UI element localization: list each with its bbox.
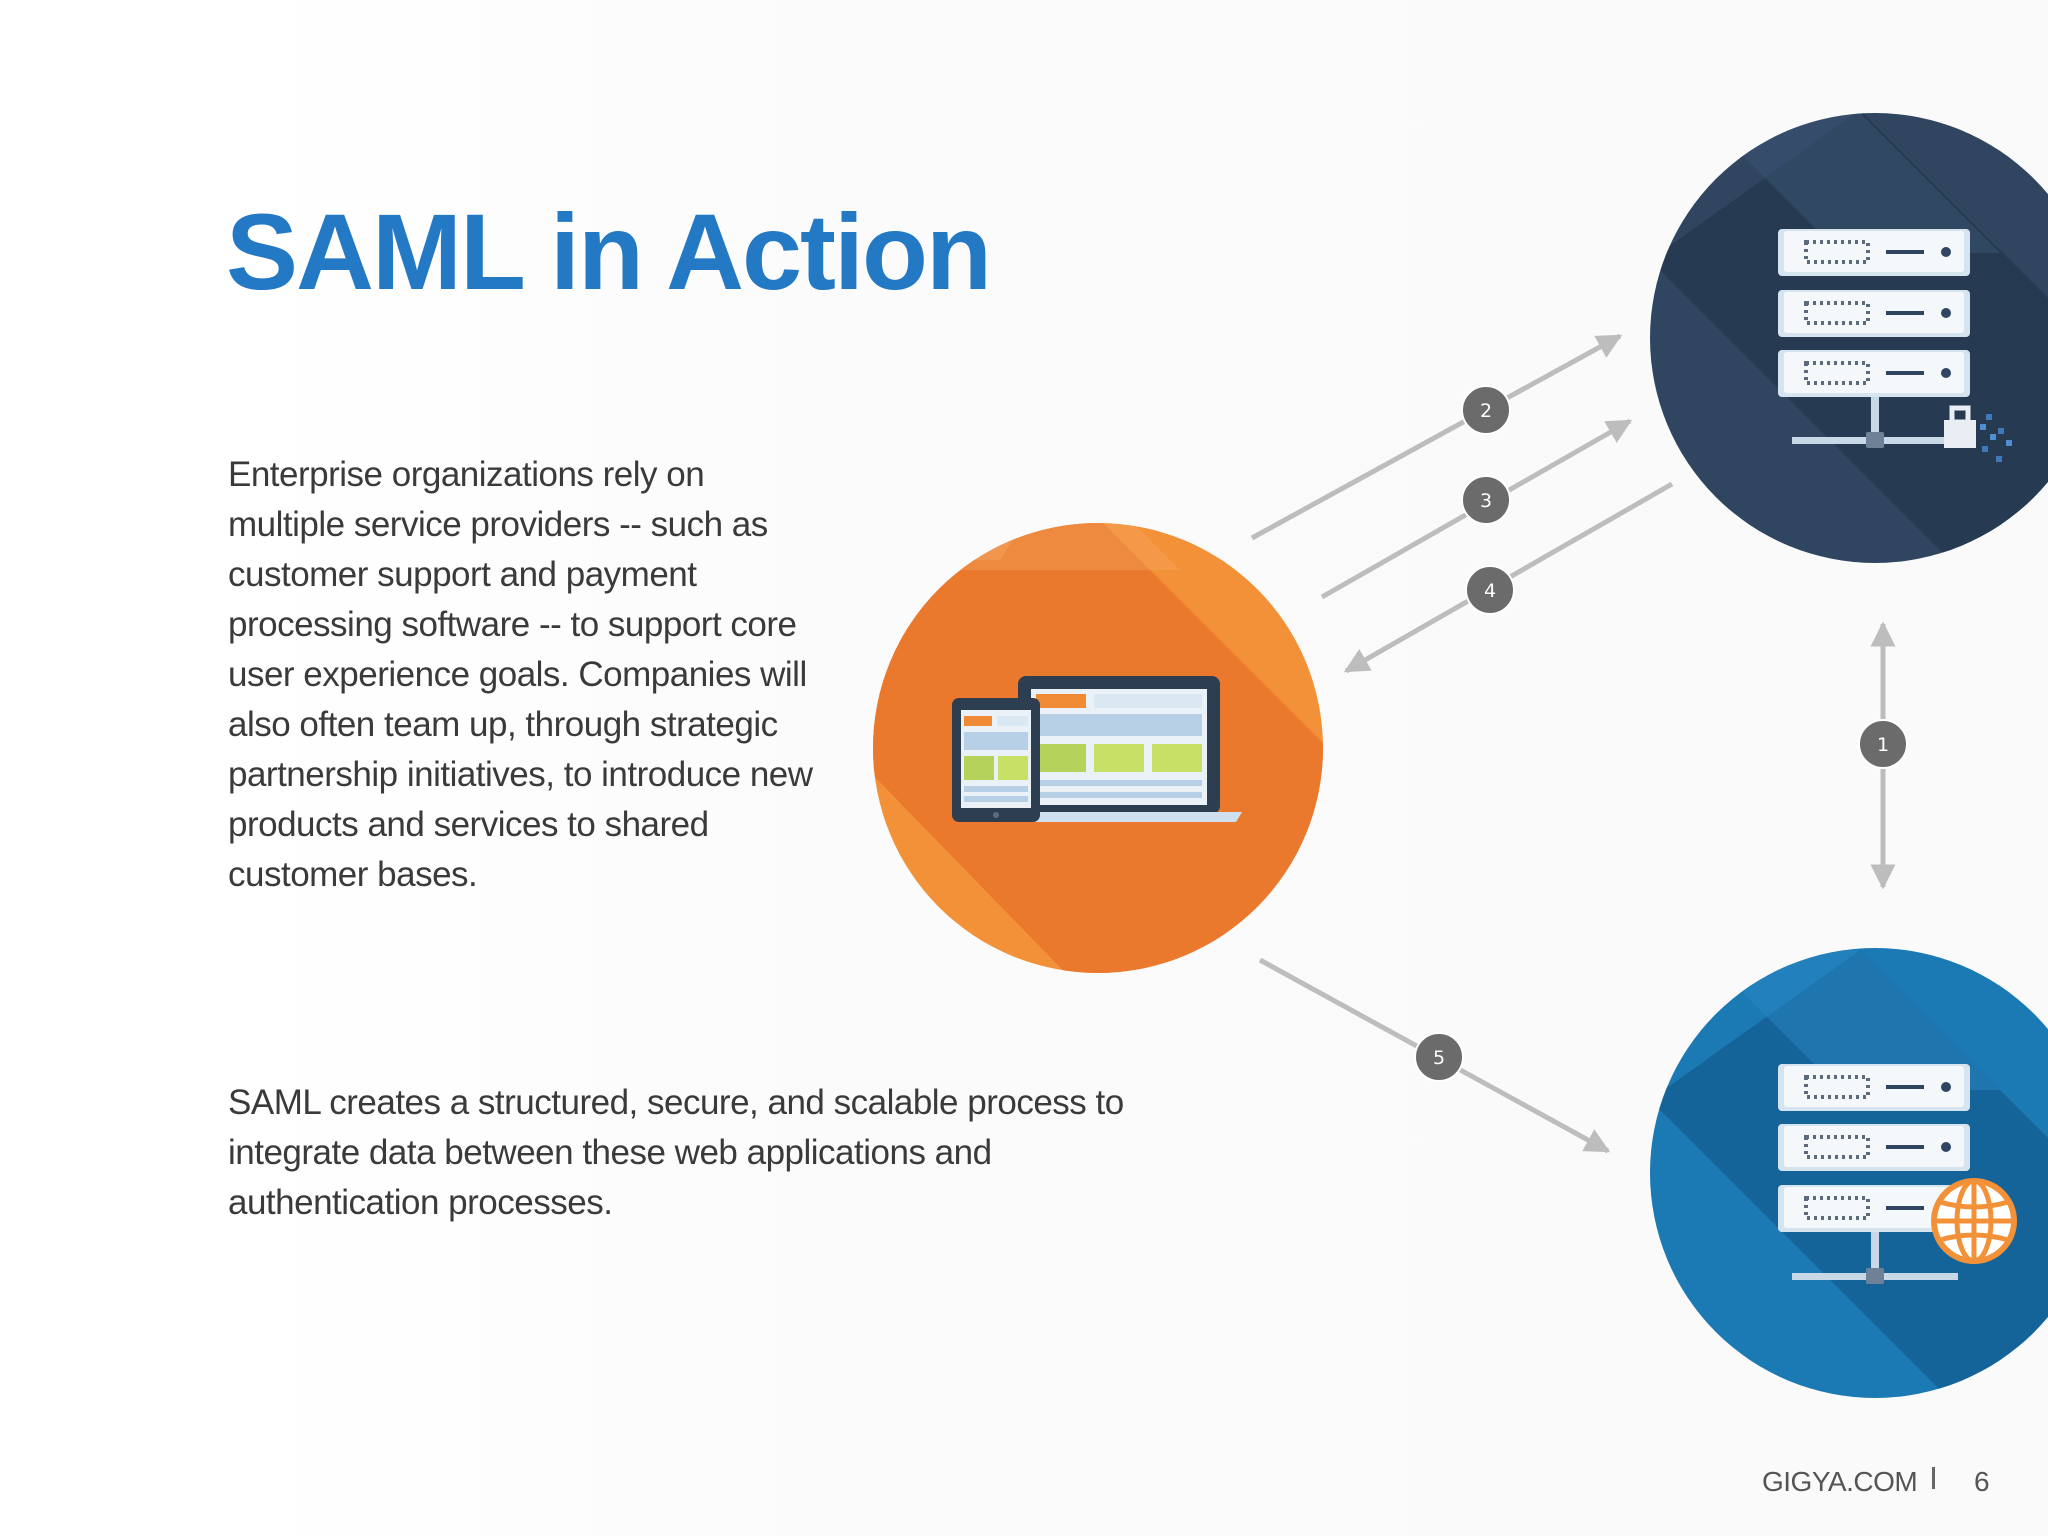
server-lock-icon <box>1778 229 2012 462</box>
body-paragraph-enterprise: Enterprise organizations rely on multipl… <box>228 455 813 894</box>
user-devices-node <box>873 523 1323 973</box>
footer-separator <box>1932 1467 1935 1489</box>
body-paragraph-saml: SAML creates a structured, secure, and s… <box>228 1083 1124 1222</box>
step-badge-4: 4 <box>1465 565 1515 615</box>
step-badge-2-label: 2 <box>1480 400 1492 422</box>
slide-title: SAML in Action <box>226 191 992 312</box>
step-badge-2: 2 <box>1461 385 1511 435</box>
page-number: 6 <box>1974 1466 1990 1497</box>
arrow-step-2 <box>1250 333 1623 541</box>
step-badge-5: 5 <box>1414 1032 1464 1082</box>
identity-provider-node <box>1650 113 2048 563</box>
step-badge-5-label: 5 <box>1433 1047 1445 1069</box>
server-globe-icon <box>1778 1064 2017 1284</box>
step-badge-4-label: 4 <box>1484 580 1496 602</box>
step-badge-1-label: 1 <box>1877 734 1889 756</box>
footer-brand: GIGYA.COM <box>1762 1466 1918 1497</box>
step-badge-3: 3 <box>1461 475 1511 525</box>
step-badge-3-label: 3 <box>1480 490 1492 512</box>
devices-icon <box>952 676 1242 822</box>
step-badge-1: 1 <box>1858 719 1908 769</box>
service-provider-node <box>1650 948 2048 1398</box>
